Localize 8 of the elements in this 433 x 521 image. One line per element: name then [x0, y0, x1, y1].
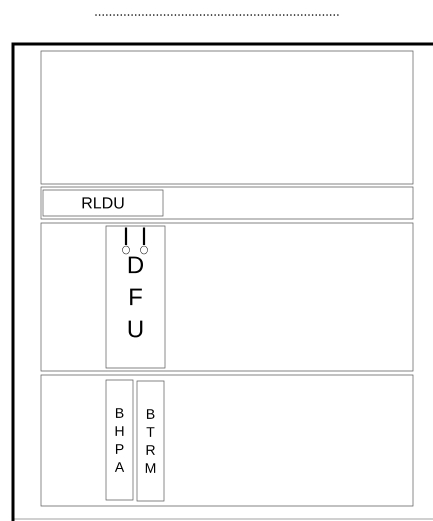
- unit-box: D F U: [106, 226, 166, 368]
- unit-box: B T R M: [136, 380, 164, 502]
- unit-box: B H P A: [106, 380, 134, 500]
- shelf-box: [40, 186, 414, 220]
- shelf-box: [40, 50, 414, 184]
- shelf-box: [40, 222, 414, 372]
- unit-box: RLDU: [42, 190, 164, 216]
- shelf-box: [40, 374, 414, 506]
